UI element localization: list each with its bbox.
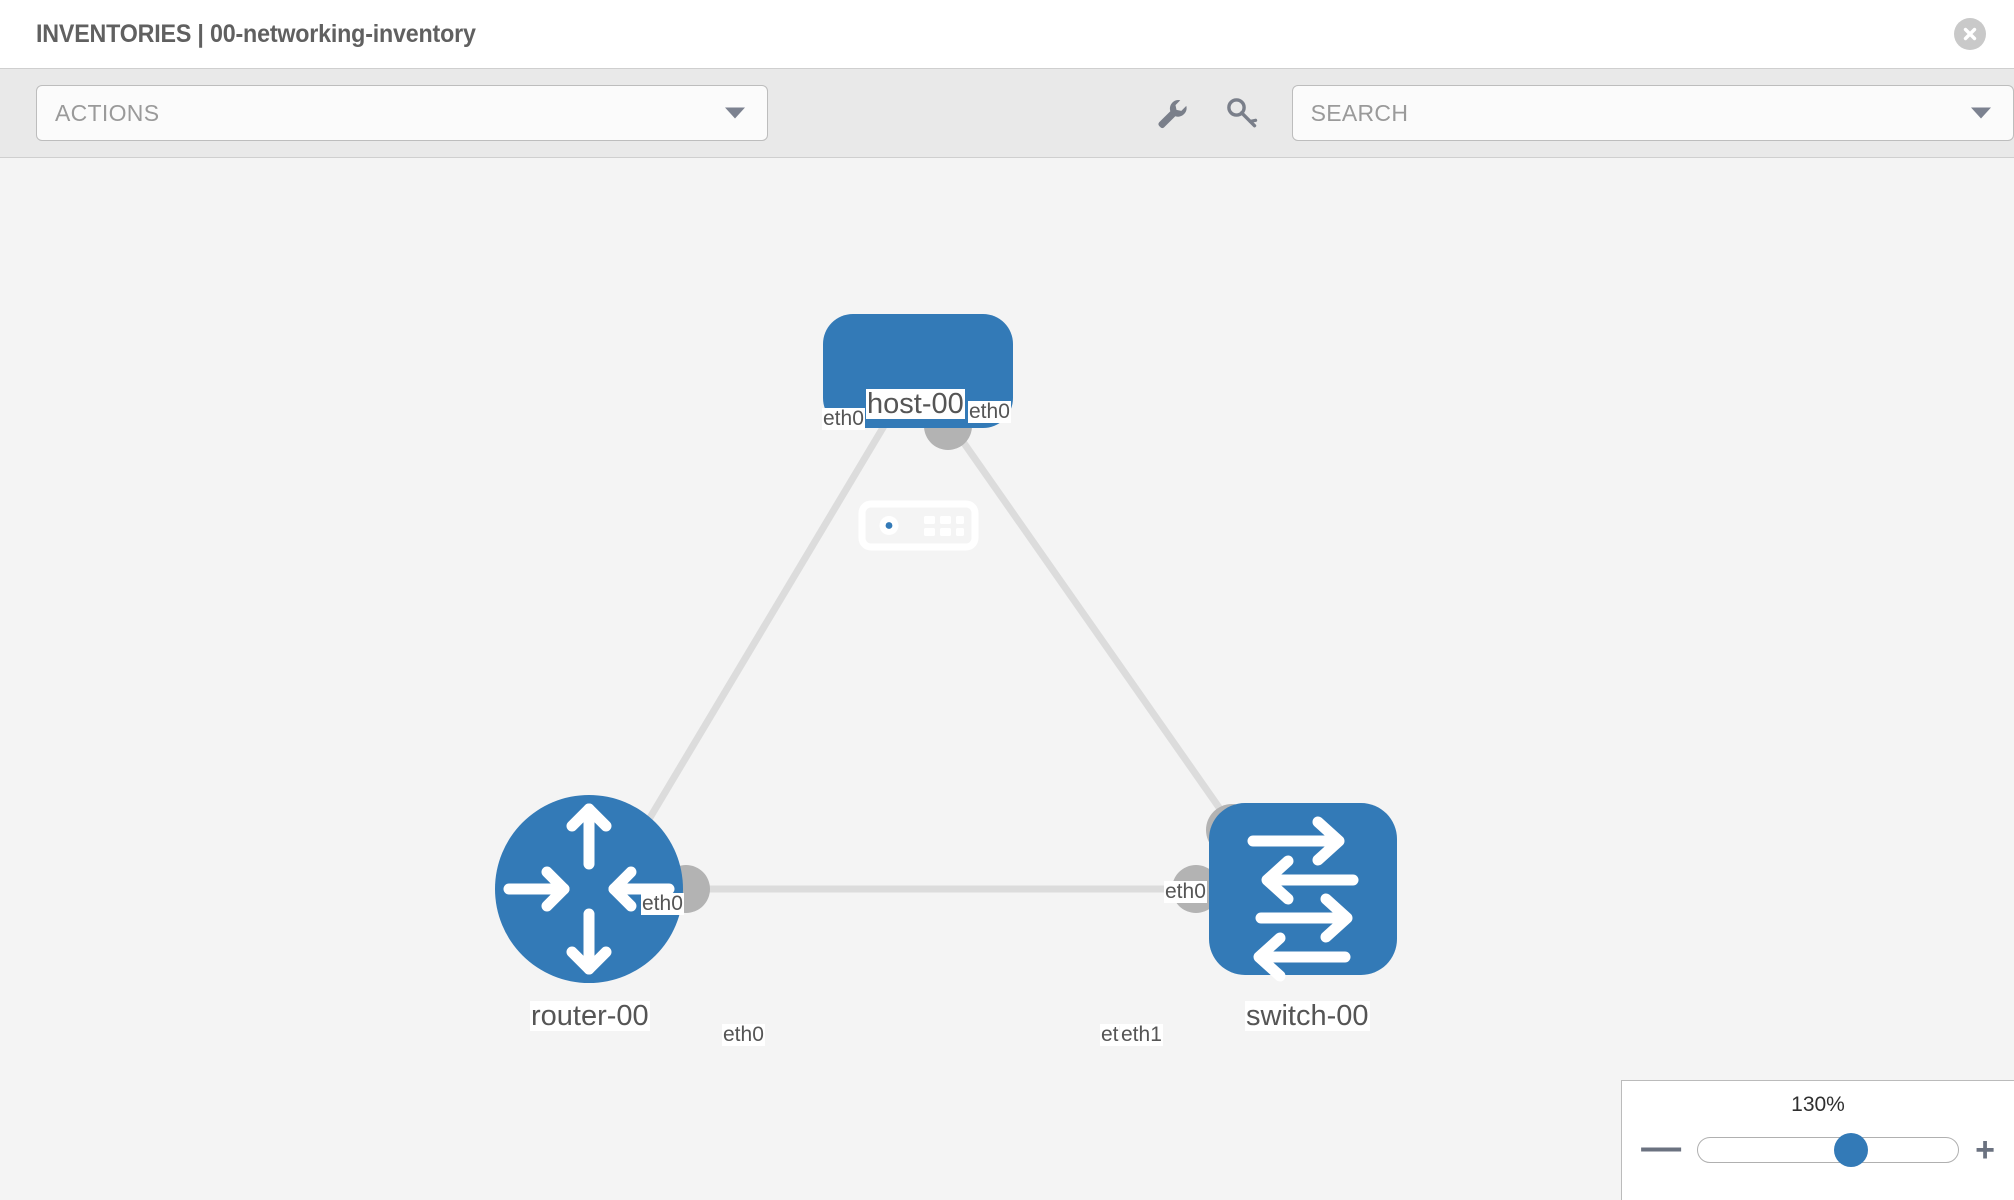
close-icon[interactable] bbox=[1954, 18, 1986, 50]
port-label-switch00-left-over: eth1 bbox=[1120, 1023, 1163, 1047]
node-label-switch-00: switch-00 bbox=[1245, 1000, 1370, 1032]
search-input[interactable] bbox=[1310, 99, 1951, 127]
topology-canvas[interactable]: eth0 host-00 eth0 eth0 eth0 eth0 eth0 et… bbox=[0, 158, 2014, 1200]
node-label-router-00: router-00 bbox=[530, 1000, 650, 1032]
toolbar-icon-group bbox=[1152, 93, 1262, 133]
topology-links bbox=[641, 423, 1235, 893]
zoom-control-panel: 130% — + bbox=[1621, 1080, 2014, 1200]
zoom-out-button[interactable]: — bbox=[1641, 1125, 1682, 1169]
page-title: INVENTORIES | 00-networking-inventory bbox=[36, 19, 476, 48]
node-switch-00 bbox=[1209, 803, 1397, 982]
chevron-down-icon[interactable] bbox=[1971, 107, 1991, 119]
actions-dropdown[interactable]: ACTIONS bbox=[36, 85, 768, 141]
port-label-router00-up: eth0 bbox=[641, 892, 684, 916]
node-host-00 bbox=[823, 314, 1013, 551]
zoom-in-button[interactable]: + bbox=[1975, 1131, 1995, 1169]
zoom-slider[interactable] bbox=[1697, 1133, 1960, 1167]
search-field[interactable] bbox=[1291, 85, 2014, 141]
zoom-percent-label: 130% bbox=[1791, 1093, 1845, 1116]
zoom-slider-thumb[interactable] bbox=[1834, 1133, 1869, 1167]
actions-dropdown-label: ACTIONS bbox=[55, 99, 160, 126]
link-host00-switch00 bbox=[949, 423, 1235, 829]
page-header: INVENTORIES | 00-networking-inventory bbox=[0, 0, 2014, 68]
node-label-host-00: host-00 bbox=[866, 388, 965, 420]
port-label-switch00-up: eth0 bbox=[1164, 880, 1207, 904]
chevron-down-icon bbox=[724, 107, 745, 119]
switch-arrows-icon bbox=[1247, 816, 1359, 982]
toolbar: ACTIONS bbox=[0, 68, 2014, 158]
zoom-slider-row: — + bbox=[1622, 1125, 2014, 1170]
port-label-host00-right: eth0 bbox=[968, 400, 1011, 424]
topology-ports bbox=[662, 402, 1258, 913]
link-host00-router00 bbox=[641, 424, 888, 828]
server-icon bbox=[858, 500, 979, 551]
node-router-00 bbox=[495, 795, 683, 983]
key-icon[interactable] bbox=[1222, 93, 1262, 133]
wrench-icon[interactable] bbox=[1152, 93, 1192, 133]
router-arrows-icon bbox=[503, 803, 675, 975]
port-label-host00-left: eth0 bbox=[822, 407, 865, 431]
port-label-router00-right: eth0 bbox=[722, 1023, 765, 1047]
